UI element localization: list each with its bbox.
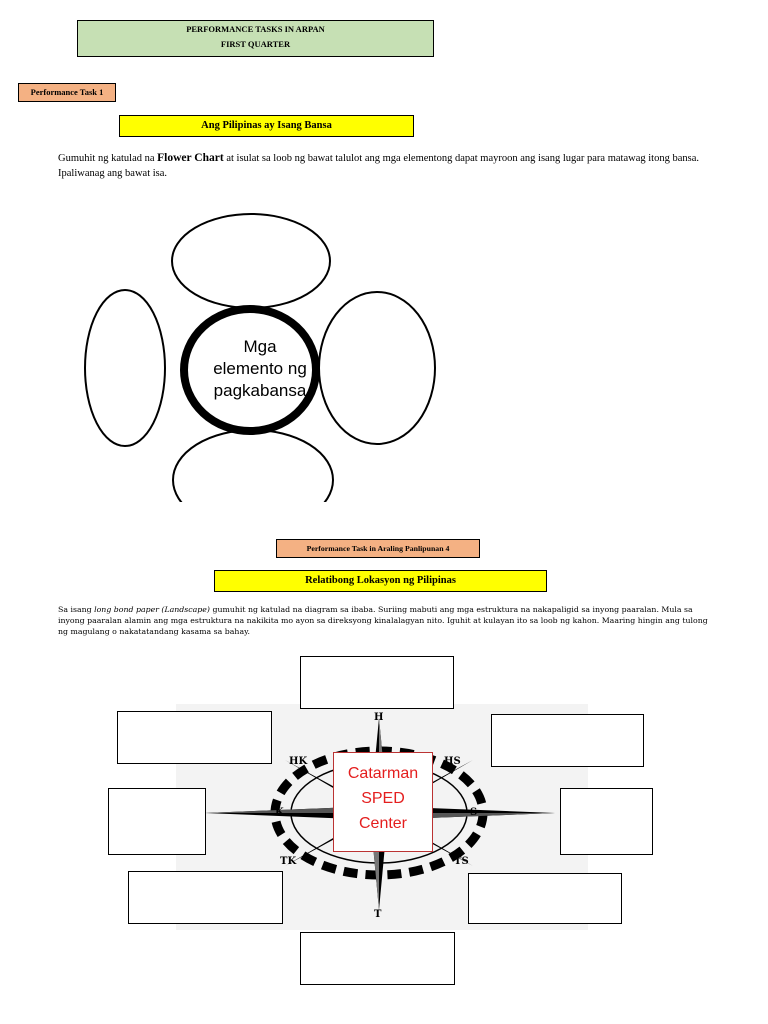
flower-petal-top xyxy=(171,213,331,309)
compass-label-southeast: TS xyxy=(454,856,469,867)
center-label-line3: Center xyxy=(358,815,408,832)
center-label-line1: Catarman xyxy=(347,765,419,782)
answer-box-west[interactable] xyxy=(108,788,206,855)
compass-label-east: S xyxy=(470,807,478,818)
answer-box-north[interactable] xyxy=(300,656,454,709)
answer-box-northwest[interactable] xyxy=(117,711,272,764)
compass-label-northwest: HK xyxy=(289,756,308,767)
header-title: PERFORMANCE TASKS IN ARPAN xyxy=(186,24,325,34)
compass-label-northeast: HS xyxy=(444,756,461,767)
compass-label-south: T xyxy=(374,909,382,920)
answer-box-south[interactable] xyxy=(300,932,455,985)
flower-center-line3: pagkabansa xyxy=(213,381,307,400)
task1-tag: Performance Task 1 xyxy=(18,83,116,102)
task2-instruction-rest: gumuhit ng katulad na diagram sa ibaba. … xyxy=(58,605,708,636)
answer-box-east[interactable] xyxy=(560,788,653,855)
task1-instruction-text: Gumuhit ng katulad na xyxy=(58,153,158,164)
flower-petal-bottom xyxy=(172,429,334,505)
center-label-line2: SPED xyxy=(361,790,405,807)
header-subtitle: FIRST QUARTER xyxy=(220,39,291,49)
task2-title: Relatibong Lokasyon ng Pilipinas xyxy=(214,570,547,592)
flower-center-label: Mga elemento ng pagkabansa xyxy=(190,336,330,402)
answer-box-southwest[interactable] xyxy=(128,871,283,924)
answer-box-southeast[interactable] xyxy=(468,873,622,924)
task1-instruction-bold: Flower Chart xyxy=(157,152,224,164)
task2-instruction-italic: long bond paper (Landscape) xyxy=(94,605,210,614)
flower-petal-right xyxy=(318,291,436,445)
task1-title: Ang Pilipinas ay Isang Bansa xyxy=(119,115,414,137)
compass-label-north: H xyxy=(374,712,384,723)
task1-instruction: Gumuhit ng katulad na Flower Chart at is… xyxy=(58,151,714,181)
answer-box-northeast[interactable] xyxy=(491,714,644,767)
flower-chart xyxy=(80,213,440,505)
flower-center-line1: Mga xyxy=(243,337,277,356)
compass-label-southwest: TK xyxy=(280,856,297,867)
flower-petal-left xyxy=(84,289,166,447)
flower-center-circle xyxy=(180,305,320,435)
task2-instruction: Sa isang long bond paper (Landscape) gum… xyxy=(58,604,714,637)
task1-instruction-rest: at isulat sa loob ng bawat talulot ang m… xyxy=(58,153,699,179)
task2-instruction-text: Sa isang xyxy=(58,605,95,614)
document-header: PERFORMANCE TASKS IN ARPAN FIRST QUARTER xyxy=(77,20,434,57)
task2-tag: Performance Task in Araling Panlipunan 4 xyxy=(276,539,480,558)
school-center-label: Catarman SPED Center xyxy=(333,752,433,852)
compass-label-west: K xyxy=(275,807,284,818)
flower-center-line2: elemento ng xyxy=(213,359,307,378)
